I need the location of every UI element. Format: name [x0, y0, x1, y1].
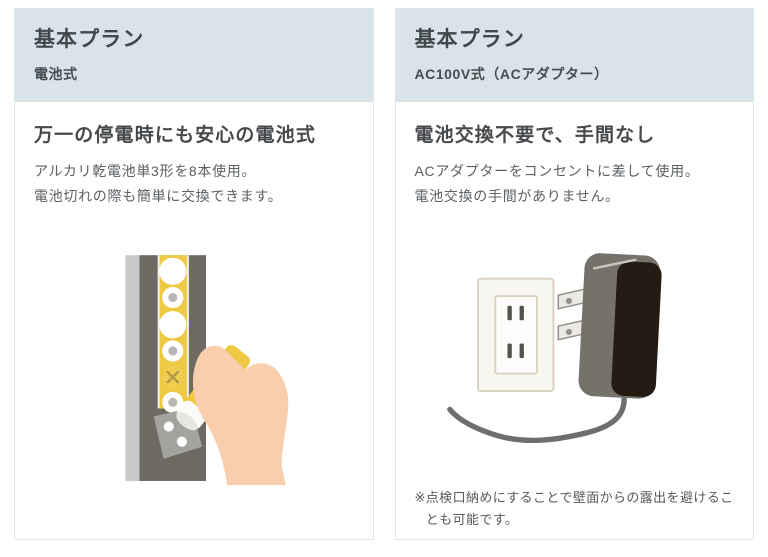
feature-description: ACアダプターをコンセントに差して使用。 電池交換の手間がありません。: [415, 159, 735, 209]
frame-edge-shape: [125, 254, 140, 481]
feature-heading: 電池交換不要で、手間なし: [414, 125, 656, 147]
ac-adapter-outlet-icon: [446, 252, 662, 443]
battery-replacement-illustration: [34, 233, 354, 485]
plan-title: 基本プラン: [414, 28, 525, 51]
ac-adapter-illustration: [415, 239, 735, 481]
description-line: アルカリ乾電池単3形を8本使用。: [34, 162, 257, 179]
feature-heading: 万一の停電時にも安心の電池式: [34, 125, 316, 147]
plan-card-ac-adapter: 基本プラン AC100V式（ACアダプター） 電池交換不要で、手間なし ACアダ…: [394, 8, 754, 540]
plan-subtitle: AC100V式（ACアダプター）: [414, 66, 609, 83]
plan-card-battery: 基本プラン 電池式 万一の停電時にも安心の電池式 アルカリ乾電池単3形を8本使用…: [14, 8, 374, 540]
adapter-body-shape: [578, 252, 662, 399]
battery-insert-icon: [125, 254, 289, 485]
feature-description: アルカリ乾電池単3形を8本使用。 電池切れの際も簡単に交換できます。: [34, 159, 354, 209]
plan-subtitle: 電池式: [34, 66, 78, 83]
footnote-text: 点検口納めにすることで壁面からの露出を避けることも可能です。: [425, 489, 734, 527]
description-line: ACアダプターをコンセントに差して使用。: [414, 162, 700, 179]
footnote-marker: ※: [414, 489, 426, 505]
power-cord-shape: [446, 383, 627, 443]
footnote: ※ 点検口納めにすることで壁面からの露出を避けることも可能です。: [415, 487, 735, 531]
description-line: 電池切れの際も簡単に交換できます。: [34, 187, 283, 204]
card-body-battery: 万一の停電時にも安心の電池式 アルカリ乾電池単3形を8本使用。 電池切れの際も簡…: [15, 102, 373, 539]
description-line: 電池交換の手間がありません。: [414, 187, 620, 204]
card-body-ac: 電池交換不要で、手間なし ACアダプターをコンセントに差して使用。 電池交換の手…: [396, 102, 754, 539]
hand-shape: [192, 345, 289, 485]
plan-title: 基本プラン: [34, 28, 145, 51]
card-header-ac: 基本プラン AC100V式（ACアダプター）: [395, 9, 753, 103]
wall-outlet-shape: [476, 277, 554, 392]
card-header-battery: 基本プラン 電池式: [15, 9, 373, 103]
